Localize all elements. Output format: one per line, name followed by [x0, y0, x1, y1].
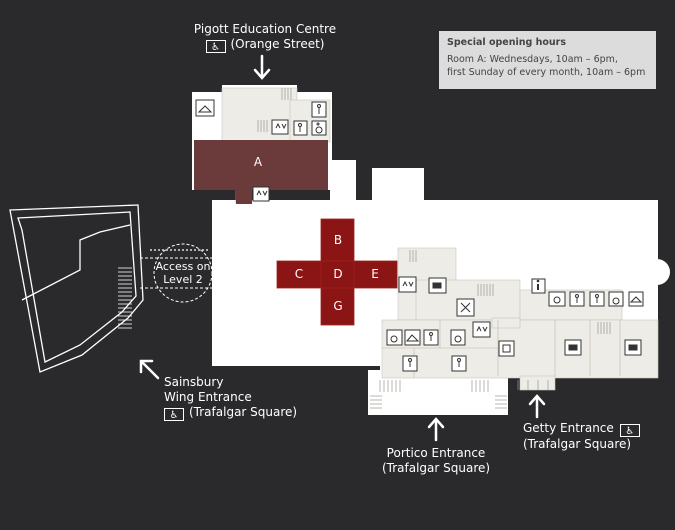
- pigott-arrow: [253, 54, 271, 80]
- sainsbury-wing-outline: [9, 204, 210, 373]
- pigott-entrance-label[interactable]: Pigott Education Centre ♿ (Orange Street): [190, 22, 340, 53]
- portico-street: (Trafalgar Square): [381, 461, 491, 475]
- lift-icon: [271, 119, 289, 135]
- shop-icon: [498, 340, 515, 357]
- stairs: [235, 88, 611, 409]
- shop-icon: [548, 291, 566, 307]
- room-e[interactable]: [353, 260, 398, 289]
- toilet-icon: [451, 355, 467, 372]
- lift-icon: [472, 321, 491, 338]
- room-b-label: B: [333, 233, 343, 247]
- access-line-1: Access on: [155, 260, 211, 273]
- toilet-icon: [293, 120, 308, 136]
- getty-arrow: [528, 394, 546, 419]
- getty-entrance-label[interactable]: Getty Entrance ♿ (Trafalgar Square): [523, 421, 640, 452]
- room-a-label: A: [253, 155, 263, 169]
- cafe-icon: [564, 339, 582, 356]
- hours-line-2: first Sunday of every month, 10am – 6pm: [447, 67, 646, 78]
- cloakroom-icon: [628, 291, 644, 307]
- room-c-label: C: [294, 267, 304, 281]
- room-g-label: G: [333, 299, 343, 313]
- sainsbury-street: (Trafalgar Square): [189, 405, 298, 419]
- accessible-entrance-icon: ♿: [164, 408, 184, 421]
- getty-name: Getty Entrance: [523, 421, 614, 435]
- accessible-entrance-icon: ♿: [619, 424, 640, 437]
- room-a[interactable]: [194, 140, 328, 190]
- cloakroom-icon: [195, 99, 215, 117]
- sainsbury-name-1: Sainsbury: [164, 375, 224, 389]
- toilet-icon: [423, 329, 439, 346]
- pigott-name: Pigott Education Centre: [193, 22, 337, 36]
- facility-icons: [195, 99, 644, 372]
- portico-entrance-label[interactable]: Portico Entrance (Trafalgar Square): [366, 446, 506, 476]
- cloakroom-icon: [404, 329, 421, 346]
- wheelchair-icon: [311, 120, 327, 136]
- special-opening-hours-box: Special opening hours Room A: Wednesdays…: [439, 31, 656, 89]
- lift-icon: [398, 276, 417, 293]
- getty-street: (Trafalgar Square): [523, 437, 632, 451]
- cafe-icon: [624, 339, 642, 356]
- sainsbury-entrance-label[interactable]: Sainsbury Wing Entrance ♿ (Trafalgar Squa…: [164, 375, 297, 421]
- portico-name: Portico Entrance: [386, 446, 486, 460]
- hours-line-1: Room A: Wednesdays, 10am – 6pm,: [447, 54, 618, 65]
- wheelchair-icon: [386, 329, 403, 346]
- hours-title: Special opening hours: [447, 37, 567, 48]
- toilet-icon: [569, 291, 585, 307]
- room-g[interactable]: [320, 287, 355, 326]
- pigott-street: (Orange Street): [230, 37, 325, 51]
- lift-icon: [252, 186, 270, 202]
- toilet-icon: [311, 101, 327, 118]
- access-line-2: Level 2: [163, 273, 203, 286]
- information-icon: [531, 278, 546, 294]
- room-d-label: D: [333, 267, 343, 281]
- access-level-2-label: Access on Level 2: [150, 260, 216, 286]
- toilet-icon: [589, 291, 605, 307]
- sainsbury-arrow: [139, 359, 160, 380]
- wheelchair-icon: [450, 329, 466, 346]
- sainsbury-name-2: Wing Entrance: [164, 390, 252, 404]
- meeting-point-icon: [456, 298, 475, 317]
- rooms-bcdeg[interactable]: [276, 218, 398, 326]
- toilet-icon: [402, 355, 418, 372]
- portico-arrow: [427, 417, 445, 442]
- room-e-label: E: [371, 267, 379, 281]
- entrance-arrows: [139, 54, 546, 442]
- accessible-entrance-icon: ♿: [205, 40, 226, 53]
- cafe-icon: [428, 277, 447, 294]
- wheelchair-icon: [608, 291, 624, 307]
- sainsbury-stairs: [118, 267, 132, 329]
